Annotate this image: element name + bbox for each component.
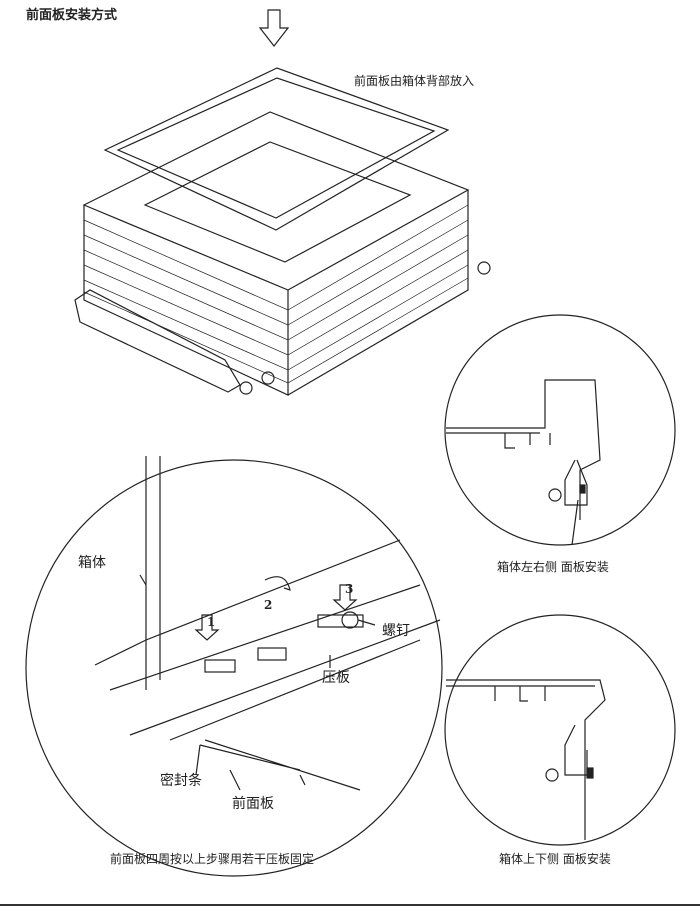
caption-top: 前面板由箱体背部放入 bbox=[354, 74, 475, 88]
detail-circle-top-bottom bbox=[444, 614, 676, 846]
label-box: 箱体 bbox=[78, 555, 106, 571]
step-2: 2 bbox=[264, 598, 273, 612]
label-screw: 螺钉 bbox=[382, 623, 410, 639]
label-front-panel: 前面板 bbox=[232, 796, 274, 812]
down-arrow-icon bbox=[258, 9, 290, 47]
label-plate: 压板 bbox=[322, 670, 350, 686]
caption-bottom: 前面板四周按以上步骤用若干压板固定 bbox=[110, 852, 315, 866]
caption-left-right: 箱体左右侧 面板安装 bbox=[497, 560, 609, 574]
detail-circle-left-right bbox=[444, 314, 676, 546]
step-1: 1 bbox=[207, 615, 216, 629]
detail-circle-main bbox=[25, 456, 443, 877]
step-3: 3 bbox=[345, 582, 354, 596]
label-seal: 密封条 bbox=[160, 773, 202, 789]
front-panel-frame bbox=[103, 67, 450, 231]
cabinet-box bbox=[74, 111, 491, 396]
page-title: 前面板安装方式 bbox=[26, 8, 118, 23]
caption-top-bottom: 箱体上下侧 面板安装 bbox=[499, 852, 611, 866]
